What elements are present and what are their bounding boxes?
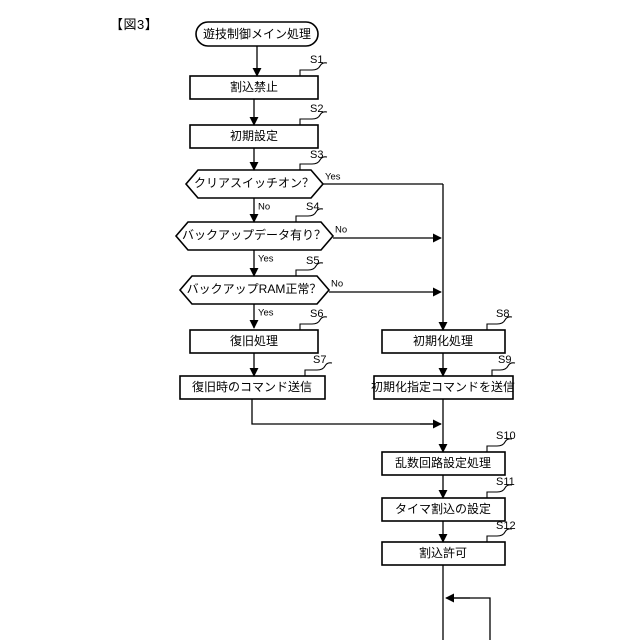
step-label-s10: S10 [496, 430, 516, 442]
node-start[interactable]: 遊技制御メイン処理 [195, 21, 319, 47]
node-s8-label: 初期化処理 [413, 334, 473, 348]
node-start-label: 遊技制御メイン処理 [203, 26, 311, 41]
step-label-s5: S5 [306, 255, 319, 267]
node-s10-label: 乱数回路設定処理 [395, 455, 491, 470]
branch-label-s5-yes: Yes [258, 308, 274, 319]
leader-s8 [486, 316, 513, 330]
leader-s11 [486, 484, 513, 498]
node-s5[interactable]: バックアップRAM正常？ [178, 275, 331, 305]
node-s12-label: 割込許可 [419, 545, 467, 560]
node-s7-label: 復旧時のコマンド送信 [192, 379, 312, 394]
leader-s10 [486, 438, 513, 452]
node-s1-label: 割込禁止 [230, 79, 278, 94]
step-label-s3: S3 [310, 149, 323, 161]
step-label-s9: S9 [498, 354, 511, 366]
branch-label-s5-no: No [331, 279, 343, 290]
loop-return-path [448, 597, 491, 640]
node-s10[interactable]: 乱数回路設定処理 [381, 451, 506, 476]
edge-s7-to-merge [251, 399, 441, 425]
leader-s2 [299, 111, 328, 125]
node-s6[interactable]: 復旧処理 [189, 329, 319, 354]
node-s11[interactable]: タイマ割込の設定 [381, 497, 506, 522]
branch-label-s3-yes: Yes [325, 172, 341, 183]
node-s2-label: 初期設定 [230, 128, 278, 143]
branch-label-s4-no: No [335, 225, 347, 236]
node-s8[interactable]: 初期化処理 [381, 329, 506, 354]
node-s3-label: クリアスイッチオン？ [194, 176, 314, 190]
node-s4[interactable]: バックアップデータ有り？ [174, 221, 335, 251]
node-s6-label: 復旧処理 [230, 333, 278, 348]
step-label-s6: S6 [310, 308, 323, 320]
figure-number-label: 【図3】 [110, 17, 159, 32]
leader-s9 [491, 362, 516, 376]
node-s9-label: 初期化指定コマンドを送信 [371, 379, 515, 394]
leader-s5 [295, 262, 324, 276]
leader-s6 [299, 316, 328, 330]
node-s4-label: バックアップデータ有り？ [182, 227, 326, 242]
node-s5-label: バックアップRAM正常？ [187, 282, 322, 296]
step-label-s1: S1 [310, 54, 323, 66]
branch-label-s3-no: No [258, 202, 270, 213]
node-s12[interactable]: 割込許可 [381, 541, 506, 566]
branch-label-s4-yes: Yes [258, 254, 274, 265]
node-s3[interactable]: クリアスイッチオン？ [184, 169, 325, 199]
step-label-s8: S8 [496, 308, 509, 320]
leader-s4 [295, 208, 324, 222]
node-s7[interactable]: 復旧時のコマンド送信 [179, 375, 326, 400]
step-label-s12: S12 [496, 520, 516, 532]
leader-s1 [299, 62, 328, 76]
step-label-s4: S4 [306, 201, 319, 213]
node-s9[interactable]: 初期化指定コマンドを送信 [371, 375, 515, 400]
node-s11-label: タイマ割込の設定 [395, 501, 491, 516]
leader-s7 [304, 362, 333, 376]
step-label-s11: S11 [496, 476, 515, 488]
step-label-s7: S7 [313, 354, 326, 366]
leader-s3 [299, 156, 328, 170]
leader-s12 [486, 528, 513, 542]
node-s1[interactable]: 割込禁止 [189, 75, 319, 100]
node-s2[interactable]: 初期設定 [189, 124, 319, 149]
step-label-s2: S2 [310, 103, 323, 115]
